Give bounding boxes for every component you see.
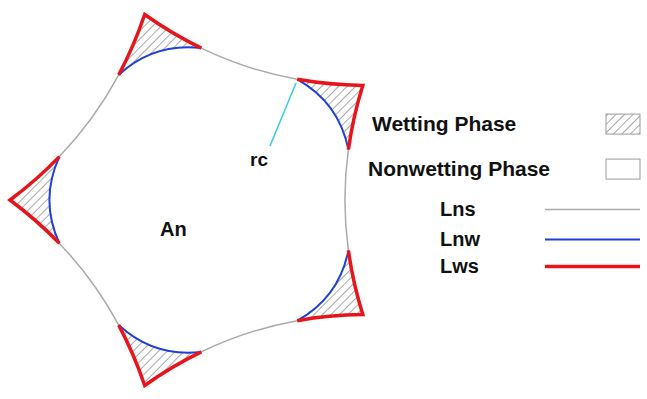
ws-wall xyxy=(10,15,363,386)
area-label: An xyxy=(160,218,187,241)
legend-text: Wetting Phase xyxy=(372,112,516,136)
wetting-phase xyxy=(10,15,363,386)
nw-meniscus xyxy=(49,47,348,352)
legend-hatch-sample xyxy=(606,114,640,134)
legend-line-sample xyxy=(545,265,640,269)
legend-line-sample xyxy=(545,209,640,211)
legend-text: Lws xyxy=(440,255,479,278)
legend-line-sample xyxy=(545,239,640,241)
legend-text: Lns xyxy=(440,198,476,221)
ns-wall xyxy=(59,48,348,352)
legend-text: Nonwetting Phase xyxy=(368,157,550,181)
legend-swatch xyxy=(606,159,640,179)
radius-line xyxy=(270,83,296,146)
legend-text: Lnw xyxy=(440,228,480,251)
radius-label: rc xyxy=(250,149,268,171)
